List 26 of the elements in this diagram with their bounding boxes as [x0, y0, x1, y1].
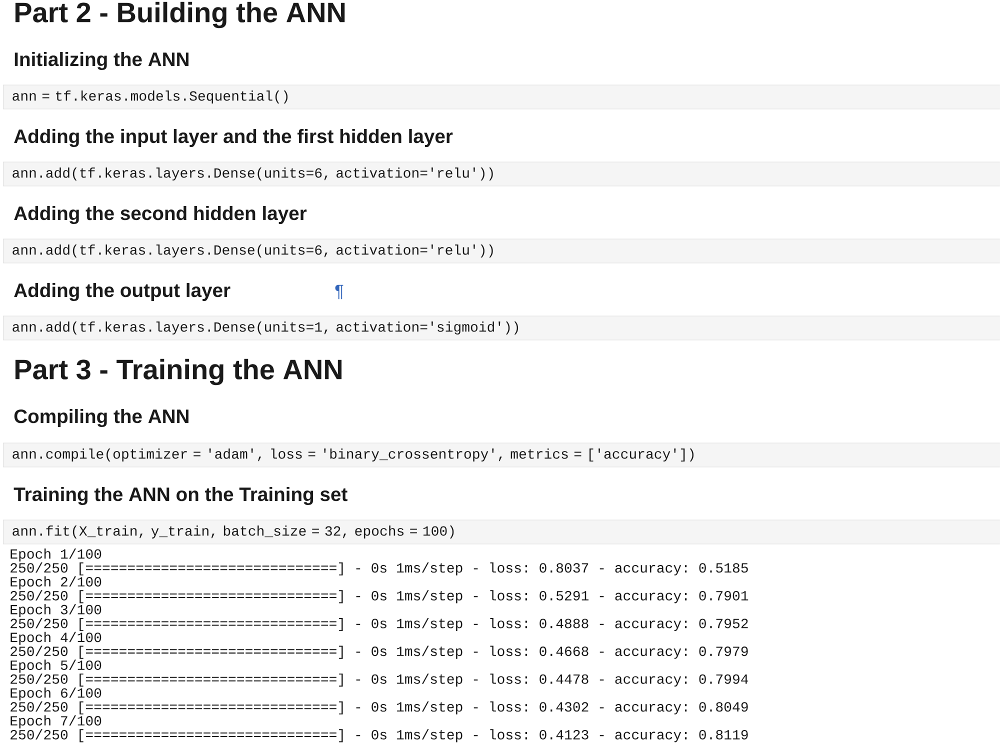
output-line: Epoch 4/100 — [10, 632, 102, 645]
output-line: Epoch 2/100 — [10, 576, 102, 590]
code-cell: ann.add(tf.keras.layers.Dense(units=6, activation='relu')) — [3, 162, 1000, 186]
code-cell: ann.fit(X_train, y_train, batch_size = 32, epochs = 100) — [3, 520, 1000, 544]
output-line: 250/250 [==============================] - 0s 1ms/step - loss: 0.4888 - accuracy: 0.7952 — [10, 618, 748, 632]
subheading: Adding the second hidden layer — [14, 206, 307, 224]
output-line: Epoch 6/100 — [10, 687, 102, 701]
output-line: 250/250 [==============================] - 0s 1ms/step - loss: 0.4668 - accuracy: 0.7979 — [10, 646, 748, 659]
output-line: Epoch 7/100 — [10, 715, 102, 728]
subheading: Training the ANN on the Training set — [14, 486, 348, 506]
anchor-link: ¶ — [335, 284, 344, 300]
output-line: 250/250 [==============================] - 0s 1ms/step - loss: 0.4302 - accuracy: 0.8049 — [10, 701, 748, 714]
output-line: 250/250 [==============================] - 0s 1ms/step - loss: 0.4123 - accuracy: 0.8119 — [10, 729, 748, 742]
output-line: 250/250 [==============================] - 0s 1ms/step - loss: 0.4478 - accuracy: 0.7994 — [10, 674, 748, 687]
section-heading: Part 2 - Building the ANN — [15, 2, 345, 28]
subheading: Adding the output layer — [14, 282, 230, 302]
code-cell: ann.compile(optimizer = 'adam', loss = 'binary_crossentropy', metrics = ['accuracy']) — [3, 442, 1000, 468]
code-cell: ann.add(tf.keras.layers.Dense(units=1, activation='sigmoid')) — [3, 316, 1000, 340]
section-heading: Part 3 - Training the ANN — [15, 358, 342, 386]
subheading: Adding the input layer and the first hidden layer — [14, 128, 453, 148]
output-line: Epoch 5/100 — [10, 660, 102, 673]
code-cell: ann.add(tf.keras.layers.Dense(units=6, activation='relu')) — [3, 238, 1000, 264]
output-line: 250/250 [==============================] - 0s 1ms/step - loss: 0.5291 - accuracy: 0.7901 — [10, 590, 748, 604]
output-line: Epoch 3/100 — [10, 604, 102, 618]
output-line: 250/250 [==============================] - 0s 1ms/step - loss: 0.8037 - accuracy: 0.5185 — [10, 562, 748, 576]
code-cell: ann = tf.keras.models.Sequential() — [3, 84, 1000, 110]
